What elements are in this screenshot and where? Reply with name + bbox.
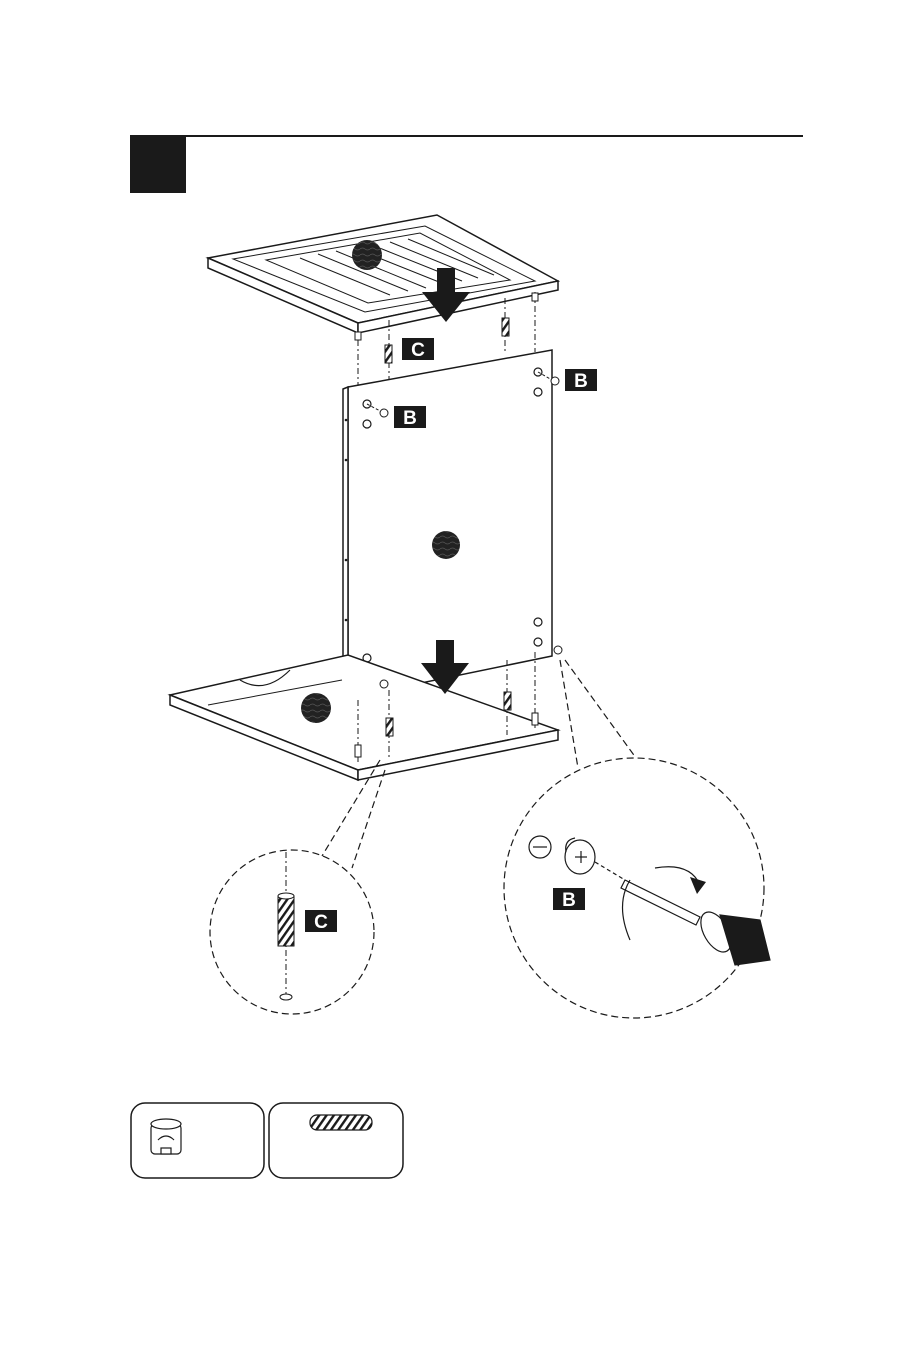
step-number-badge — [130, 136, 186, 193]
detail-cam-lock — [529, 836, 625, 880]
dowel-icon — [310, 1115, 372, 1130]
screwdriver-icon — [621, 867, 770, 965]
cam-lock-right-bottom — [554, 646, 562, 654]
step-header — [130, 136, 803, 193]
parts-box-dowel — [269, 1103, 403, 1178]
detail-callout-dowel — [210, 760, 385, 1014]
detail-dowel: C — [278, 852, 337, 1000]
parts-box-cam-lock — [131, 1103, 264, 1178]
svg-text:B: B — [574, 371, 588, 392]
cam-lock-left-bottom — [380, 680, 388, 688]
svg-text:B: B — [403, 408, 417, 429]
panel-top-marker — [352, 240, 382, 270]
svg-text:C: C — [314, 912, 328, 933]
label-detail-cam: B — [553, 888, 585, 911]
svg-text:C: C — [411, 340, 425, 361]
panel-bottom-marker — [301, 693, 331, 723]
bottom-panel — [170, 655, 558, 780]
cam-lock-icon — [151, 1119, 181, 1154]
label-cam-left: B — [394, 406, 426, 429]
label-cam-right: B — [565, 369, 597, 392]
svg-text:B: B — [562, 890, 576, 911]
label-top-dowel: C — [402, 338, 434, 361]
panel-back-marker — [432, 531, 460, 559]
